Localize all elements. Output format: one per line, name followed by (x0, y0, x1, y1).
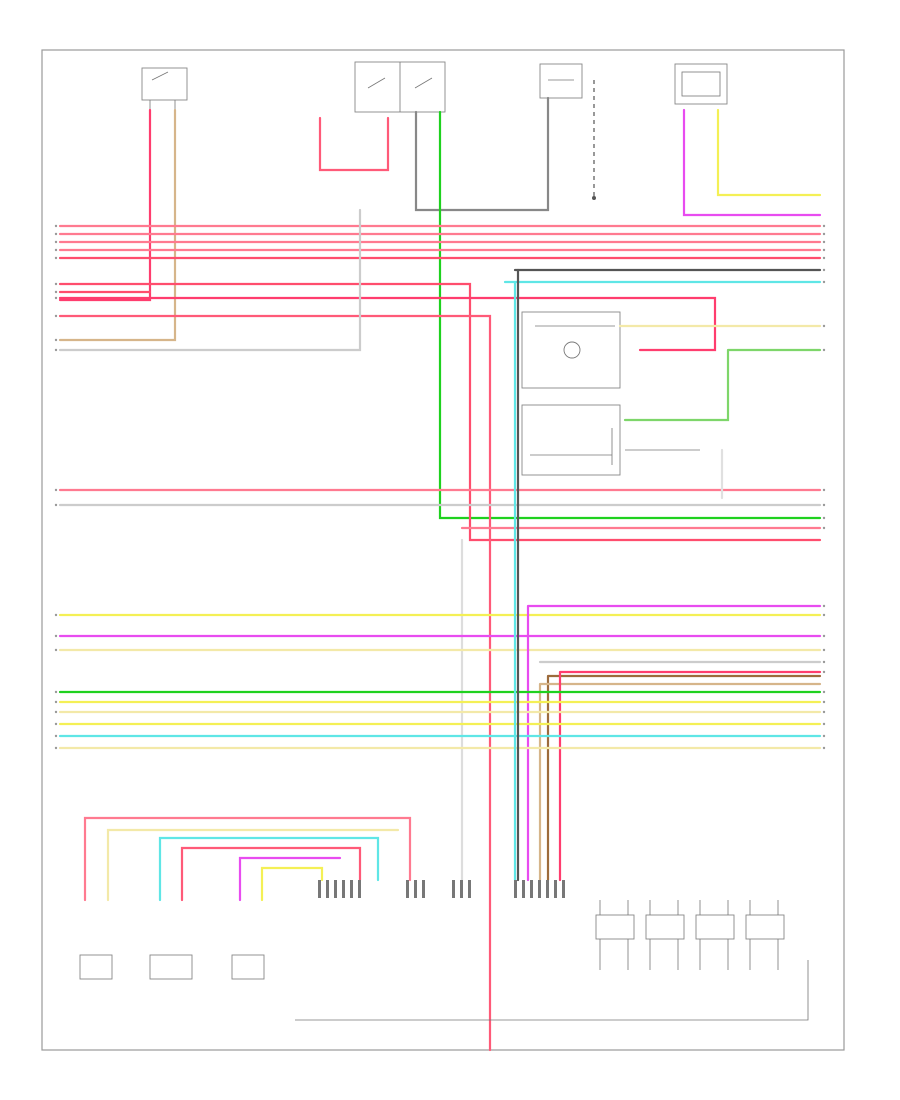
bottom-right-components (295, 900, 809, 1021)
sensor-a (79, 954, 113, 980)
sensor-c (231, 954, 265, 980)
sensor-component (539, 63, 583, 99)
inner-module (521, 311, 822, 476)
left-terminal-markers (54, 224, 58, 750)
inner-module-box (521, 311, 621, 389)
right-terminal-markers (822, 224, 826, 750)
diagram-frame (41, 49, 845, 1051)
top-vertical-wires (58, 96, 822, 520)
module-component (674, 63, 728, 105)
lower-bus-wires (58, 268, 822, 882)
bottom-connector-pins (318, 880, 565, 898)
middle-bus-wires (58, 448, 822, 882)
top-components (141, 61, 728, 200)
bottom-left-sensors (79, 816, 412, 980)
upper-bus-wires (58, 208, 822, 1052)
switch-component-1 (141, 67, 188, 101)
sensor-b (149, 954, 193, 980)
